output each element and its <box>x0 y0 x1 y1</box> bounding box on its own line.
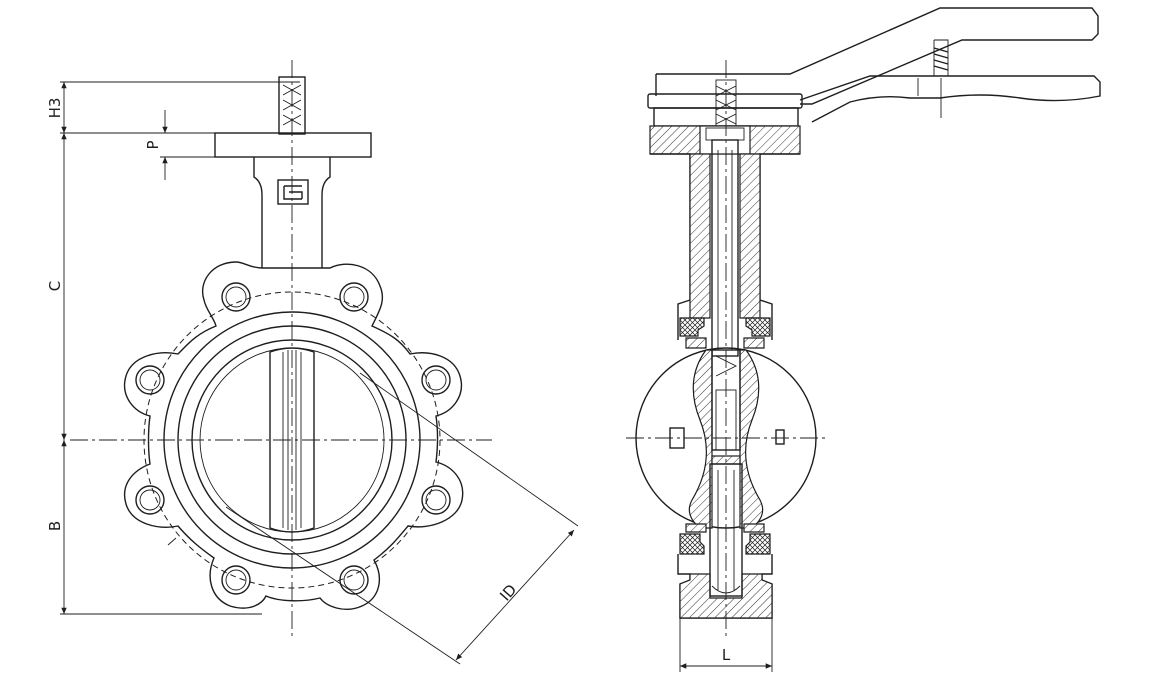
neck-section <box>689 139 761 357</box>
bolt-holes <box>135 282 451 595</box>
seals-top <box>679 317 771 349</box>
side-section-view: L <box>626 7 1101 672</box>
dim-label-h3: H3 <box>46 98 64 119</box>
top-flange-section <box>649 125 801 340</box>
dimension-h3: H3 <box>46 81 300 134</box>
seals-bottom <box>679 523 771 555</box>
dimension-b: B <box>46 440 262 615</box>
dimension-p: P <box>144 110 215 180</box>
dim-label-c: C <box>46 281 64 291</box>
lever-handle <box>647 7 1101 127</box>
manufacturer-logo-icon <box>277 179 309 205</box>
dim-label-p: P <box>144 140 162 149</box>
dimension-l: L <box>679 618 773 672</box>
dim-label-b: B <box>46 521 64 531</box>
dimension-c: C <box>46 133 67 440</box>
lug-body-outline <box>123 261 464 610</box>
dim-label-l: L <box>722 646 731 664</box>
top-flange <box>214 76 372 268</box>
dim-label-id: ID <box>496 581 520 605</box>
front-view: H3 P C B ID <box>46 60 579 665</box>
